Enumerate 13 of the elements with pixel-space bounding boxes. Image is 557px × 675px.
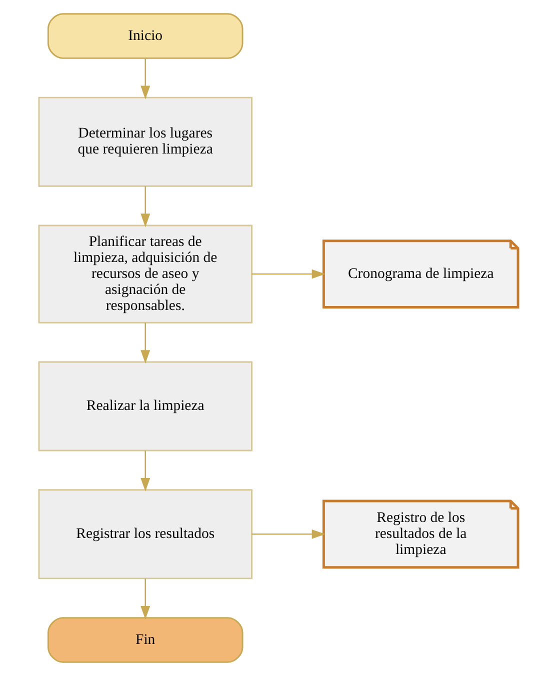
- node-box: Fin: [47, 616, 244, 662]
- arrow: [140, 58, 150, 99]
- node-box: Inicio: [47, 12, 244, 58]
- arrow: [140, 578, 150, 619]
- arrow: [252, 528, 326, 538]
- arrow: [140, 450, 150, 492]
- node-box: Determinar los lugares que requieren limpieza: [38, 96, 252, 186]
- node-box: Registrar los resultados: [38, 488, 252, 579]
- arrow: [252, 268, 326, 278]
- node-box: Planificar tareas de limpieza, adquisición de recursos de aseo y asignación de responsables.: [38, 224, 252, 323]
- node-box: Realizar la limpieza: [38, 360, 252, 451]
- arrow: [140, 186, 150, 227]
- arrow: [140, 322, 150, 364]
